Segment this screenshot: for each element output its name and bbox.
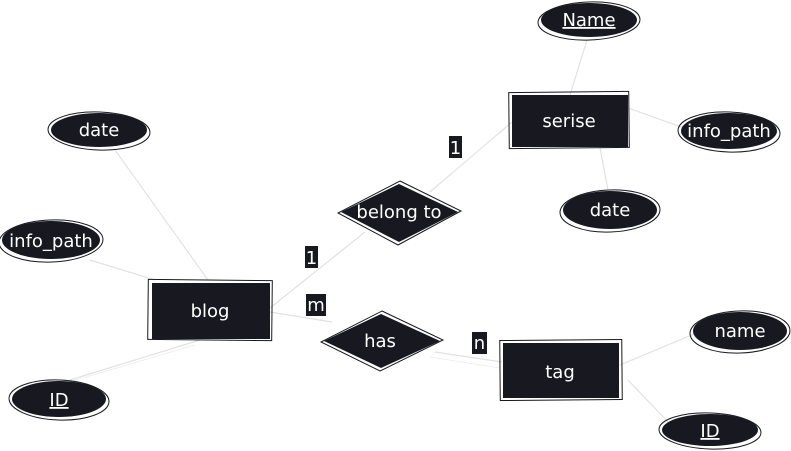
attribute-blog-date-label: date <box>79 120 120 141</box>
edge-has-tag-2 <box>429 356 501 369</box>
edge-serise-infopath <box>627 107 685 129</box>
edge-serise-date <box>599 147 609 191</box>
attribute-tag-id[interactable]: ID <box>658 411 762 451</box>
attribute-serise-name[interactable]: Name <box>537 0 641 42</box>
attribute-blog-id[interactable]: ID <box>8 378 110 421</box>
attribute-serise-date[interactable]: date <box>559 188 661 233</box>
attribute-tag-name[interactable]: name <box>689 309 791 354</box>
cardinality-belong-serise-label: 1 <box>450 138 461 159</box>
entity-blog[interactable]: blog <box>147 278 273 342</box>
edge-serise-belong-2 <box>423 127 507 197</box>
relationship-belong-to-label: belong to <box>356 202 441 223</box>
attribute-blog-info-path-label: info_path <box>9 231 93 252</box>
cardinality-belong-blog-label: 1 <box>306 248 317 269</box>
attribute-blog-info-path[interactable]: info_path <box>0 218 104 264</box>
edge-blog-has <box>269 311 333 323</box>
edges <box>61 39 695 425</box>
edge-tag-name <box>619 333 695 366</box>
edge-blog-id-2 <box>61 344 196 385</box>
entity-tag[interactable]: tag <box>499 338 623 402</box>
cardinality-has-tag: n <box>472 332 487 354</box>
attribute-serise-date-label: date <box>590 200 631 221</box>
attribute-blog-date[interactable]: date <box>47 110 151 152</box>
edge-blog-date <box>114 149 209 281</box>
edge-has-tag <box>434 351 503 363</box>
edge-blog-infopath <box>89 259 156 281</box>
entity-serise[interactable]: serise <box>508 90 630 150</box>
attribute-tag-id-label: ID <box>700 421 719 442</box>
attribute-serise-name-label: Name <box>562 10 615 31</box>
edge-belong-blog <box>269 231 366 309</box>
entity-tag-label: tag <box>545 362 575 383</box>
relationship-belong-to[interactable]: belong to <box>336 180 463 246</box>
relationship-has[interactable]: has <box>319 310 445 372</box>
edge-serise-name <box>569 39 588 96</box>
attribute-serise-info-path-label: info_path <box>687 121 771 142</box>
attribute-blog-id-label: ID <box>49 390 68 411</box>
cardinality-has-tag-label: n <box>474 333 485 354</box>
cardinality-belong-blog: 1 <box>305 246 318 269</box>
cardinality-has-blog-label: m <box>307 295 325 316</box>
edge-tag-id <box>627 379 671 425</box>
cardinality-belong-serise: 1 <box>449 136 462 159</box>
edge-blog-id <box>69 339 201 381</box>
entity-serise-label: serise <box>542 111 595 132</box>
attribute-tag-name-label: name <box>714 321 765 342</box>
cardinality-has-blog: m <box>306 294 326 316</box>
relationship-has-label: has <box>364 331 396 352</box>
entity-blog-label: blog <box>191 301 230 322</box>
attribute-serise-info-path[interactable]: info_path <box>677 110 781 154</box>
